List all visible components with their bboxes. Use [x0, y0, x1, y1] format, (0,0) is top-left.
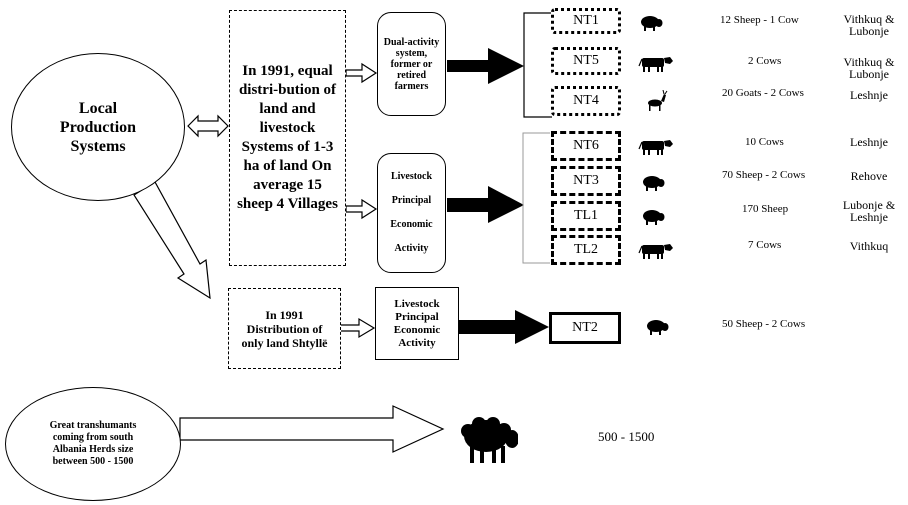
village-nt1: Vithkuq & Lubonje: [843, 12, 895, 38]
cow-icon: [638, 57, 673, 72]
livestock-secondary-box: Livestock Principal Economic Activity: [375, 287, 459, 360]
nt5-label: NT5: [573, 53, 599, 68]
nt2-box: NT2: [549, 312, 621, 344]
big-sheep-icon: [461, 417, 518, 463]
livestock-principal-text: Livestock Principal Economic Activity: [390, 171, 433, 254]
village-tl1: Lubonje & Leshnje: [842, 198, 896, 224]
dual-activity-box: Dual-activity system, former or retired …: [377, 12, 446, 116]
equal-distribution-text: In 1991, equal distri-bution of land and…: [237, 63, 338, 212]
herd-nt3: 70 Sheep - 2 Cows: [722, 169, 806, 181]
nt5-box: NT5: [551, 47, 621, 75]
nt1-box: NT1: [551, 8, 621, 34]
livestock-secondary-text: Livestock Principal Economic Activity: [393, 297, 441, 349]
nt6-box: NT6: [551, 131, 621, 161]
cow-icon: [638, 244, 673, 259]
village-nt5: Vithkuq & Lubonje: [843, 55, 895, 81]
sheep-icon: [641, 16, 663, 31]
cow-icon: [638, 140, 673, 155]
local-production-label: Local Production Systems: [59, 99, 137, 155]
equal-distribution-box: In 1991, equal distri-bution of land and…: [229, 10, 346, 266]
big-hollow-arrow: [179, 405, 445, 453]
village-nt3: Rehove: [850, 169, 888, 183]
bracket-bottom: [522, 132, 550, 264]
tl1-box: TL1: [551, 201, 621, 231]
dual-activity-text: Dual-activity system, former or retired …: [383, 36, 440, 92]
hollow-arrow-land: [339, 317, 376, 339]
herd-tl1: 170 Sheep: [742, 203, 789, 215]
herd-tl2: 7 Cows: [748, 239, 782, 251]
tl2-box: TL2: [551, 235, 621, 265]
hollow-arrow-livestock: [345, 198, 378, 220]
hollow-arrow-dual: [345, 62, 378, 84]
transhumants-text: Great transhumants coming from south Alb…: [49, 420, 137, 467]
diagonal-arrow: [133, 181, 211, 300]
transhumants-range: 500 - 1500: [598, 429, 655, 444]
local-production-ellipse: Local Production Systems: [11, 53, 185, 201]
village-nt6: Leshnje: [850, 135, 888, 149]
goat-icon: [648, 90, 668, 111]
nt4-box: NT4: [551, 86, 621, 116]
herd-nt4: 20 Goats - 2 Cows: [722, 87, 804, 99]
bracket-top: [523, 12, 552, 118]
nt6-label: NT6: [573, 138, 599, 153]
nt2-label: NT2: [572, 320, 598, 335]
transhumants-ellipse: Great transhumants coming from south Alb…: [5, 387, 181, 501]
herd-nt1: 12 Sheep - 1 Cow: [720, 14, 799, 26]
village-tl2: Vithkuq: [849, 239, 889, 253]
solid-arrow-2: [447, 186, 524, 223]
land-distribution-box: In 1991 Distribution of only land Shtyll…: [228, 288, 341, 369]
nt1-label: NT1: [573, 13, 599, 28]
village-nt4: Leshnje: [850, 88, 888, 102]
livestock-principal-box: Livestock Principal Economic Activity: [377, 153, 446, 273]
herd-nt6: 10 Cows: [745, 136, 784, 148]
tl2-label: TL2: [573, 242, 599, 257]
herd-nt2: 50 Sheep - 2 Cows: [722, 318, 806, 330]
herd-nt5: 2 Cows: [748, 55, 782, 67]
solid-arrow-3: [458, 310, 549, 344]
nt3-label: NT3: [573, 173, 599, 188]
sheep-icon: [643, 210, 665, 225]
sheep-icon: [647, 320, 669, 335]
tl1-label: TL1: [573, 208, 599, 223]
nt4-label: NT4: [573, 93, 599, 108]
land-distribution-text: In 1991 Distribution of only land Shtyll…: [241, 307, 328, 350]
solid-arrow-1: [447, 48, 524, 84]
nt3-box: NT3: [551, 166, 621, 196]
sheep-icon: [643, 176, 665, 191]
double-arrow: [187, 114, 229, 138]
